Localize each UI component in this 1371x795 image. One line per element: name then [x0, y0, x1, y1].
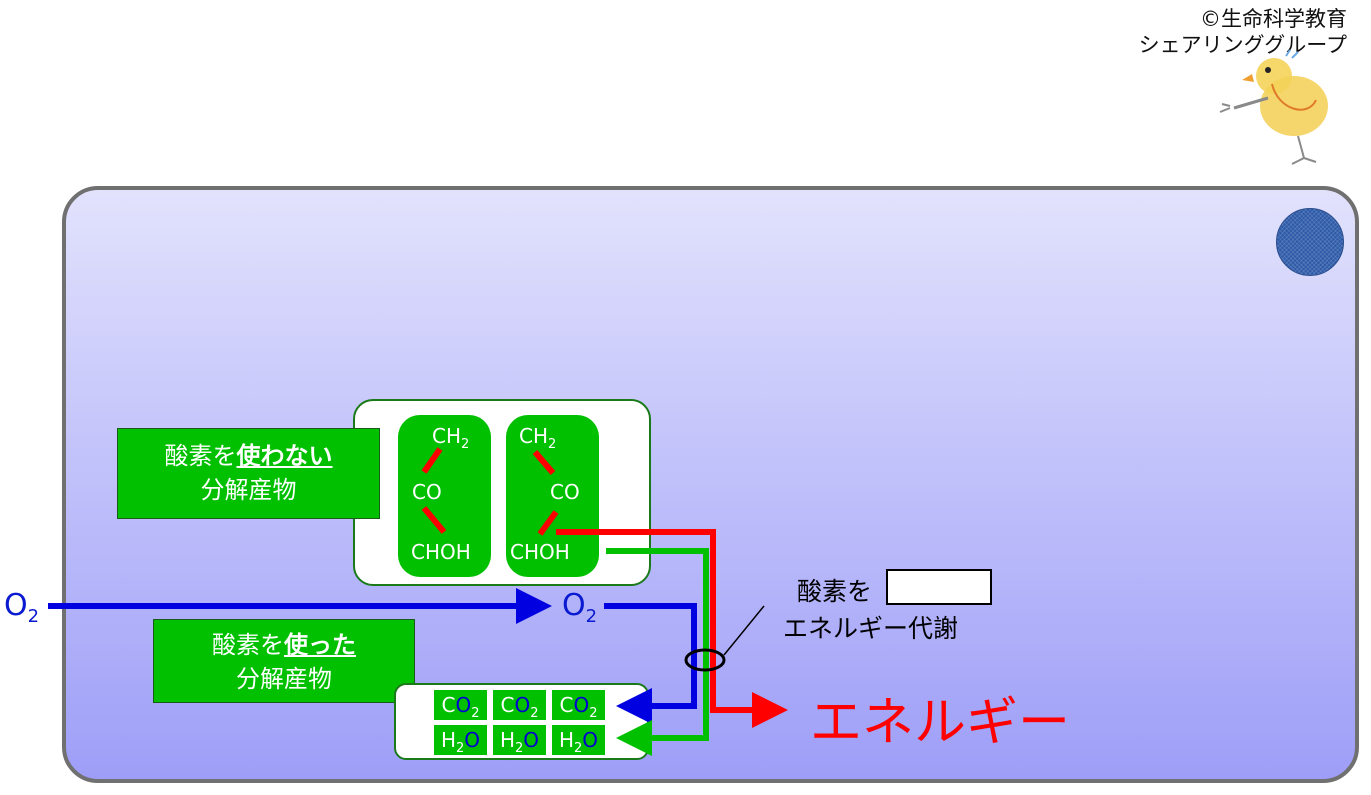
oxygen-arrow-to-co2 [604, 603, 697, 724]
co2-tile: CO2 [434, 690, 487, 721]
energy-arrow [556, 529, 788, 728]
annotation-pointer [723, 605, 765, 656]
right-ch2: CH2 [519, 424, 557, 452]
h2o-tile: H2O [552, 725, 605, 756]
copyright-text: ©生命科学教育 シェアリンググループ [1139, 6, 1347, 58]
h2o-tile: H2O [493, 725, 546, 756]
metabolism-note-line1: 酸素を [797, 577, 873, 606]
right-choh: CHOH [510, 540, 570, 564]
left-ch2: CH2 [432, 424, 470, 452]
oxygen-label-inside: O2 [562, 588, 598, 627]
anaerobic-products-label: 酸素を使わない 分解産物 [117, 428, 380, 519]
nucleus [1276, 208, 1344, 276]
bond-line [421, 447, 443, 474]
aerobic-products-label: 酸素を使った 分解産物 [153, 619, 415, 703]
bond-line [532, 450, 556, 475]
molecule-right [506, 415, 599, 577]
product-arrow-to-h2o [606, 548, 709, 756]
co2-tile: CO2 [493, 690, 546, 721]
bond-line [421, 506, 447, 534]
left-co: CO [412, 480, 442, 504]
bundle-marker [684, 648, 726, 672]
left-choh: CHOH [411, 540, 471, 564]
molecule-left [398, 415, 491, 577]
co2-tile: CO2 [552, 690, 605, 721]
energy-label: エネルギー [810, 693, 1071, 753]
copyright-line1: ©生命科学教育 [1200, 7, 1347, 31]
right-co: CO [550, 480, 580, 504]
aerobic-emphasis: 使った [284, 631, 356, 659]
h2o-tile: H2O [434, 725, 487, 756]
oxygen-label-outside: O2 [4, 588, 40, 627]
fill-in-blank[interactable] [886, 569, 992, 605]
chick-illustration [1219, 49, 1328, 165]
metabolism-note-line2: エネルギー代謝 [783, 614, 959, 643]
anaerobic-emphasis: 使わない [236, 442, 333, 470]
copyright-line2: シェアリンググループ [1138, 33, 1347, 57]
bond-line [537, 510, 559, 536]
